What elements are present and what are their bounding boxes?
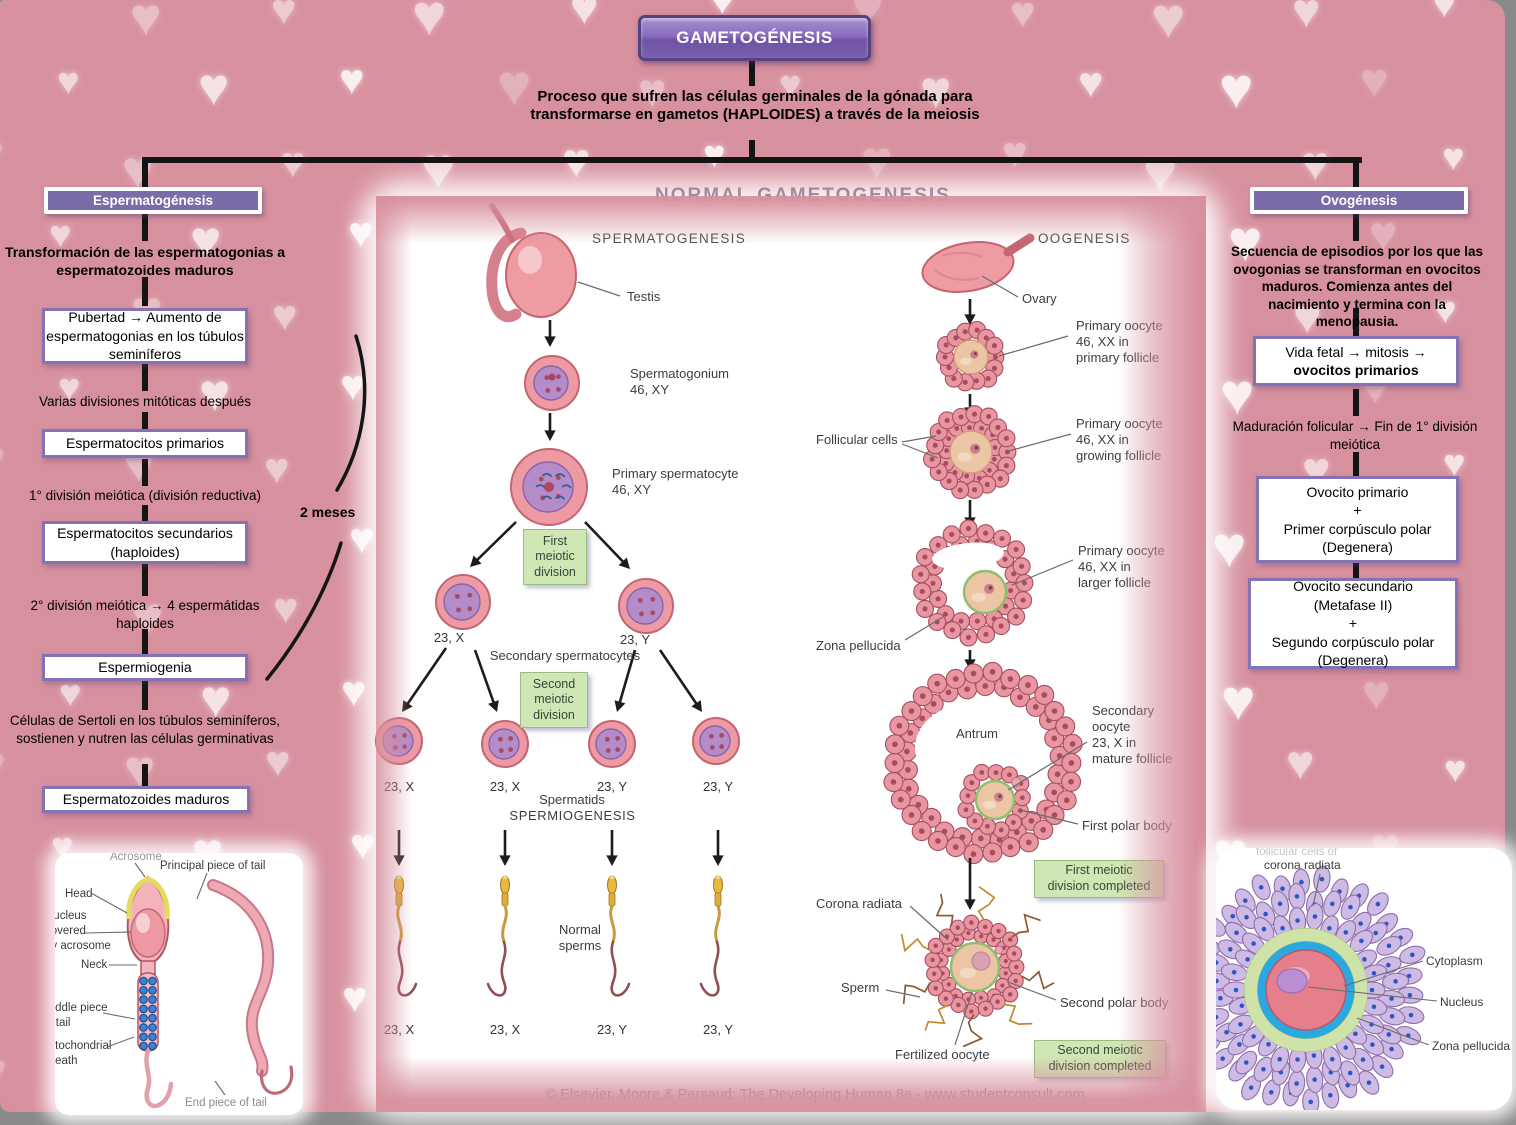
sperm-label: Sperm	[841, 980, 880, 995]
secondary-spermatocytes-label: Secondary spermatocytes	[489, 648, 641, 663]
mature-follicle-label: Secondary oocyte 23, X in mature follicl…	[1092, 703, 1173, 766]
second-polar-body-label: Second polar body	[1060, 995, 1169, 1010]
zona-pellucida-diagram-label: Zona pellucida	[1432, 1039, 1511, 1053]
step-secundarios-l2: (haploides)	[110, 543, 180, 560]
step-secundarios-box: Espermatocitos secundarios (haploides)	[42, 521, 248, 564]
step-vida-fetal-box: Vida fetal → mitosis → ovocitos primario…	[1253, 336, 1459, 386]
spermatogenesis-header-label: Espermatogénesis	[48, 191, 258, 210]
step-primarios-label: Espermatocitos primarios	[66, 435, 224, 452]
step-pubertad-box: Pubertad → Aumento de espermatogonias en…	[42, 308, 248, 364]
note-meiosis1: 1° división meiótica (división reductiva…	[29, 488, 261, 503]
oocyte-structure-art	[1216, 865, 1438, 1110]
step-vida-l2: ovocitos primarios	[1293, 362, 1419, 378]
acrosome-label: Acrosome	[110, 853, 162, 863]
testis-label: Testis	[627, 289, 661, 304]
box-line: (Degenera)	[1322, 538, 1393, 555]
first-meiotic-box: First meiotic division	[523, 529, 587, 585]
note-maduracion: Maduración folicular → Fin de 1° divisió…	[1232, 419, 1478, 452]
karyotype-label: 23, X	[489, 779, 521, 794]
first-polar-body-label: First polar body	[1082, 818, 1172, 833]
antrum-label: Antrum	[956, 726, 998, 741]
step-secundarios-l1: Espermatocitos secundarios	[57, 525, 233, 542]
ovocito-secundario-box: Ovocito secundario (Metafase II) + Segun…	[1248, 578, 1458, 669]
spermiogenesis-label: SPERMIOGENESIS	[509, 808, 636, 823]
box-line: Segundo corpúsculo polar	[1271, 633, 1435, 650]
ovocito-primario-box: Ovocito primario + Primer corpúsculo pol…	[1256, 476, 1459, 563]
karyotype-label: 23, Y	[702, 779, 734, 794]
karyotype-label: 23, Y	[702, 1022, 734, 1037]
oogenesis-header: Ovogénesis	[1250, 187, 1468, 214]
first-meiotic-completed-box: First meiotic division completed	[1034, 860, 1164, 898]
note-mitosis: Varias divisiones mitóticas después	[38, 394, 252, 409]
karyotype-label: 23, Y	[596, 779, 628, 794]
karyotype-label: 23, Y	[619, 632, 651, 647]
sperm-structure-art	[84, 862, 294, 1109]
karyotype-label: 23, X	[383, 1022, 415, 1037]
karyotype-label: 23, X	[383, 779, 415, 794]
oogenesis-header-label: Ovogénesis	[1254, 191, 1464, 210]
corona-radiata-diagram-label: corona radiata	[1264, 858, 1341, 872]
normal-sperms-label: Normal sperms	[558, 922, 602, 953]
karyotype-label: 23, X	[489, 1022, 521, 1037]
growing-follicle-label: Primary oocyte 46, XX in growing follicl…	[1076, 416, 1163, 463]
box-line: +	[1348, 615, 1358, 632]
step-pubertad-label: Pubertad → Aumento de espermatogonias en…	[46, 309, 244, 363]
end-piece-label: End piece of tail	[185, 1097, 267, 1109]
ovary-label: Ovary	[1022, 291, 1057, 306]
box-line: (Degenera)	[1317, 652, 1389, 669]
intro-text: Proceso que sufren las células germinale…	[530, 88, 980, 123]
zona-pellucida-label: Zona pellucida	[816, 638, 901, 653]
note-sertoli: Células de Sertoli en los túbulos seminí…	[9, 713, 281, 746]
note-meiosis2: 2° división meiótica → 4 espermátidas ha…	[30, 598, 260, 631]
spermatogonium-label: Spermatogonium 46, XY	[630, 366, 729, 397]
figure-credit: © Elsevier. Moore & Persaud: The Develop…	[545, 1087, 1085, 1103]
primary-follicle-label: Primary oocyte 46, XX in primary follicl…	[1076, 318, 1163, 365]
spermatogenesis-header: Espermatogénesis	[44, 187, 262, 214]
box-line: Primer corpúsculo polar	[1283, 520, 1432, 537]
cytoplasm-label: Cytoplasm	[1426, 954, 1483, 968]
mitochondrial-sheath-label: Mitochondrial sheath	[55, 1040, 112, 1067]
box-line: +	[1353, 502, 1362, 519]
larger-follicle-label: Primary oocyte 46, XX in larger follicle	[1078, 543, 1165, 590]
box-line: (Metafase II)	[1313, 596, 1393, 613]
middle-piece-label: Middle piece of tail	[55, 1002, 108, 1029]
step-espermiogenia-box: Espermiogenia	[42, 654, 248, 681]
duration-label: 2 meses	[300, 504, 356, 520]
figure-watermark: NORMAL GAMETOGENESIS	[655, 185, 951, 206]
neck-label: Neck	[81, 959, 108, 971]
oocyte-structure-image: follicular cells of corona radiata Cytop…	[1216, 848, 1512, 1110]
second-meiotic-completed-box: Second meiotic division completed	[1034, 1040, 1166, 1078]
spermatids-label: Spermatids	[539, 792, 605, 807]
fertilized-oocyte-label: Fertilized oocyte	[895, 1047, 990, 1062]
box-line: Ovocito primario	[1306, 483, 1409, 500]
sperm-structure-image: Acrosome Head Nucleus covered by acrosom…	[55, 853, 303, 1115]
karyotype-label: 23, Y	[596, 1022, 628, 1037]
oogenesis-title: OOGENESIS	[1038, 231, 1131, 246]
follicular-cells-label: Follicular cells	[816, 432, 898, 447]
nucleus-diagram-label: Nucleus	[1440, 995, 1484, 1009]
head-label: Head	[65, 888, 93, 900]
page-title: GAMETOGÉNESIS	[638, 15, 871, 61]
step-maduros-label: Espermatozoides maduros	[62, 791, 230, 808]
step-espermiogenia-label: Espermiogenia	[98, 659, 192, 676]
primary-spermatocyte-label: Primary spermatocyte 46, XY	[612, 466, 739, 497]
second-meiotic-box: Second meiotic division	[520, 672, 588, 728]
spermatogenesis-title: SPERMATOGENESIS	[592, 231, 747, 246]
oogenesis-subtitle: Secuencia de episodios por los que las o…	[1230, 244, 1484, 330]
box-line: Ovocito secundario	[1293, 578, 1413, 595]
karyotype-label: 23, X	[433, 630, 465, 645]
spermatogenesis-subtitle: Transformación de las espermatogonias a …	[4, 244, 286, 279]
step-maduros-box: Espermatozoides maduros	[42, 786, 250, 813]
step-primarios-box: Espermatocitos primarios	[42, 429, 248, 458]
follicular-cells-faint-label: follicular cells of	[1256, 848, 1338, 858]
corona-radiata-label: Corona radiata	[816, 896, 902, 911]
principal-piece-label: Principal piece of tail	[160, 860, 266, 872]
nucleus-label: Nucleus covered by acrosome	[55, 910, 111, 952]
step-vida-l1: Vida fetal → mitosis →	[1285, 343, 1427, 360]
